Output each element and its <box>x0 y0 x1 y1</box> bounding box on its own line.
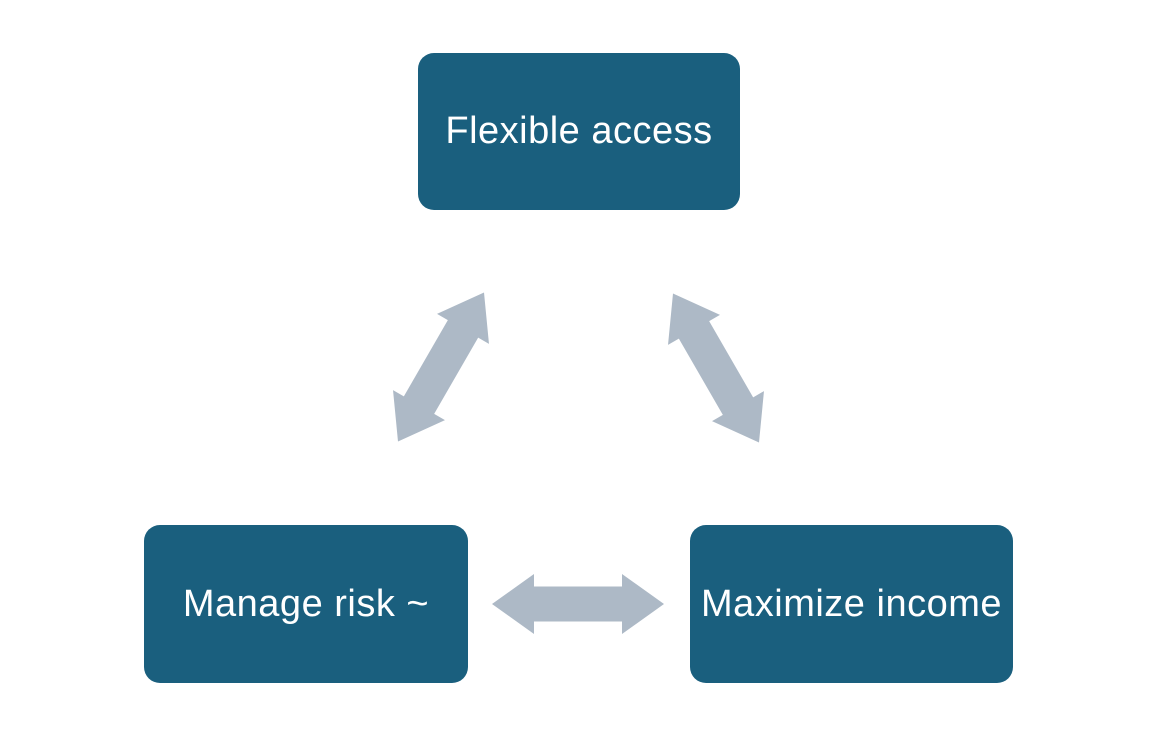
node-flexible-access-label: Flexible access <box>445 110 713 152</box>
node-flexible-access: Flexible access <box>418 53 740 210</box>
node-maximize-income: Maximize income <box>690 525 1013 683</box>
double-arrow-manage-maximize-icon <box>492 574 664 634</box>
double-arrow-flexible-manage-icon <box>393 292 489 442</box>
node-manage-risk: Manage risk ~ <box>144 525 468 683</box>
double-arrow-flexible-maximize-icon <box>668 293 764 443</box>
node-maximize-income-label: Maximize income <box>700 582 1003 625</box>
node-manage-risk-label: Manage risk ~ <box>182 582 430 625</box>
